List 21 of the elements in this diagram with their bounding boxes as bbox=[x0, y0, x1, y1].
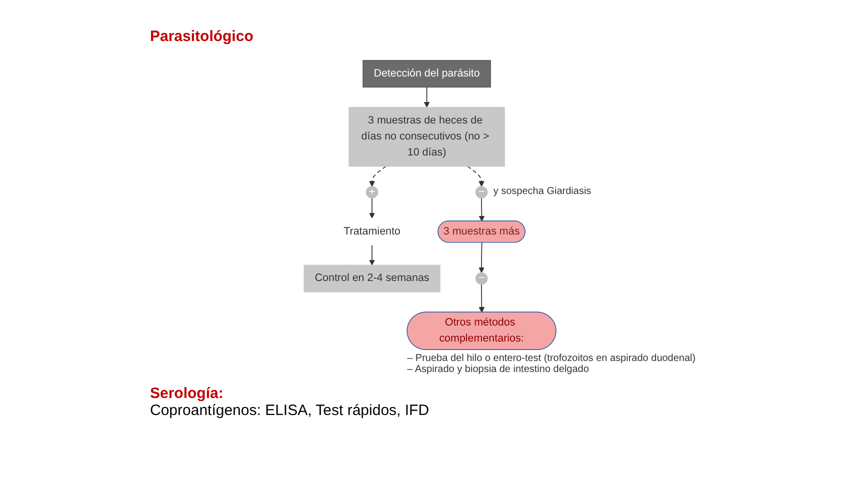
node-circle: − bbox=[475, 186, 488, 198]
note-text: Coproantígenos: ELISA, Test rápidos, IFD bbox=[150, 402, 430, 419]
node-box: 3 muestras de heces de días no consecutivos (no > 10 días) bbox=[348, 106, 505, 167]
arrow bbox=[424, 86, 430, 108]
arrow bbox=[478, 284, 485, 313]
node-box: Detección del parásito bbox=[362, 60, 491, 88]
note-text: – Aspirado y biopsia de intestino delgado bbox=[407, 364, 589, 375]
note-text: y sospecha Giardiasis bbox=[493, 186, 592, 198]
arrow bbox=[478, 242, 484, 273]
title: Parasitológico bbox=[150, 28, 254, 45]
node-circle: + bbox=[366, 186, 378, 198]
arrow bbox=[369, 244, 375, 266]
node-circle: − bbox=[475, 272, 488, 285]
note-text: – Prueba del hilo o entero-test (trofozoitos en aspirado duodenal) bbox=[407, 352, 696, 364]
arrow bbox=[369, 166, 386, 187]
node-text: Tratamiento bbox=[344, 226, 400, 237]
arrow bbox=[478, 198, 485, 222]
node-box: Control en 2-4 semanas bbox=[304, 264, 440, 292]
note-text: Serología: bbox=[150, 385, 224, 402]
arrow bbox=[467, 166, 484, 187]
arrow bbox=[369, 198, 375, 218]
